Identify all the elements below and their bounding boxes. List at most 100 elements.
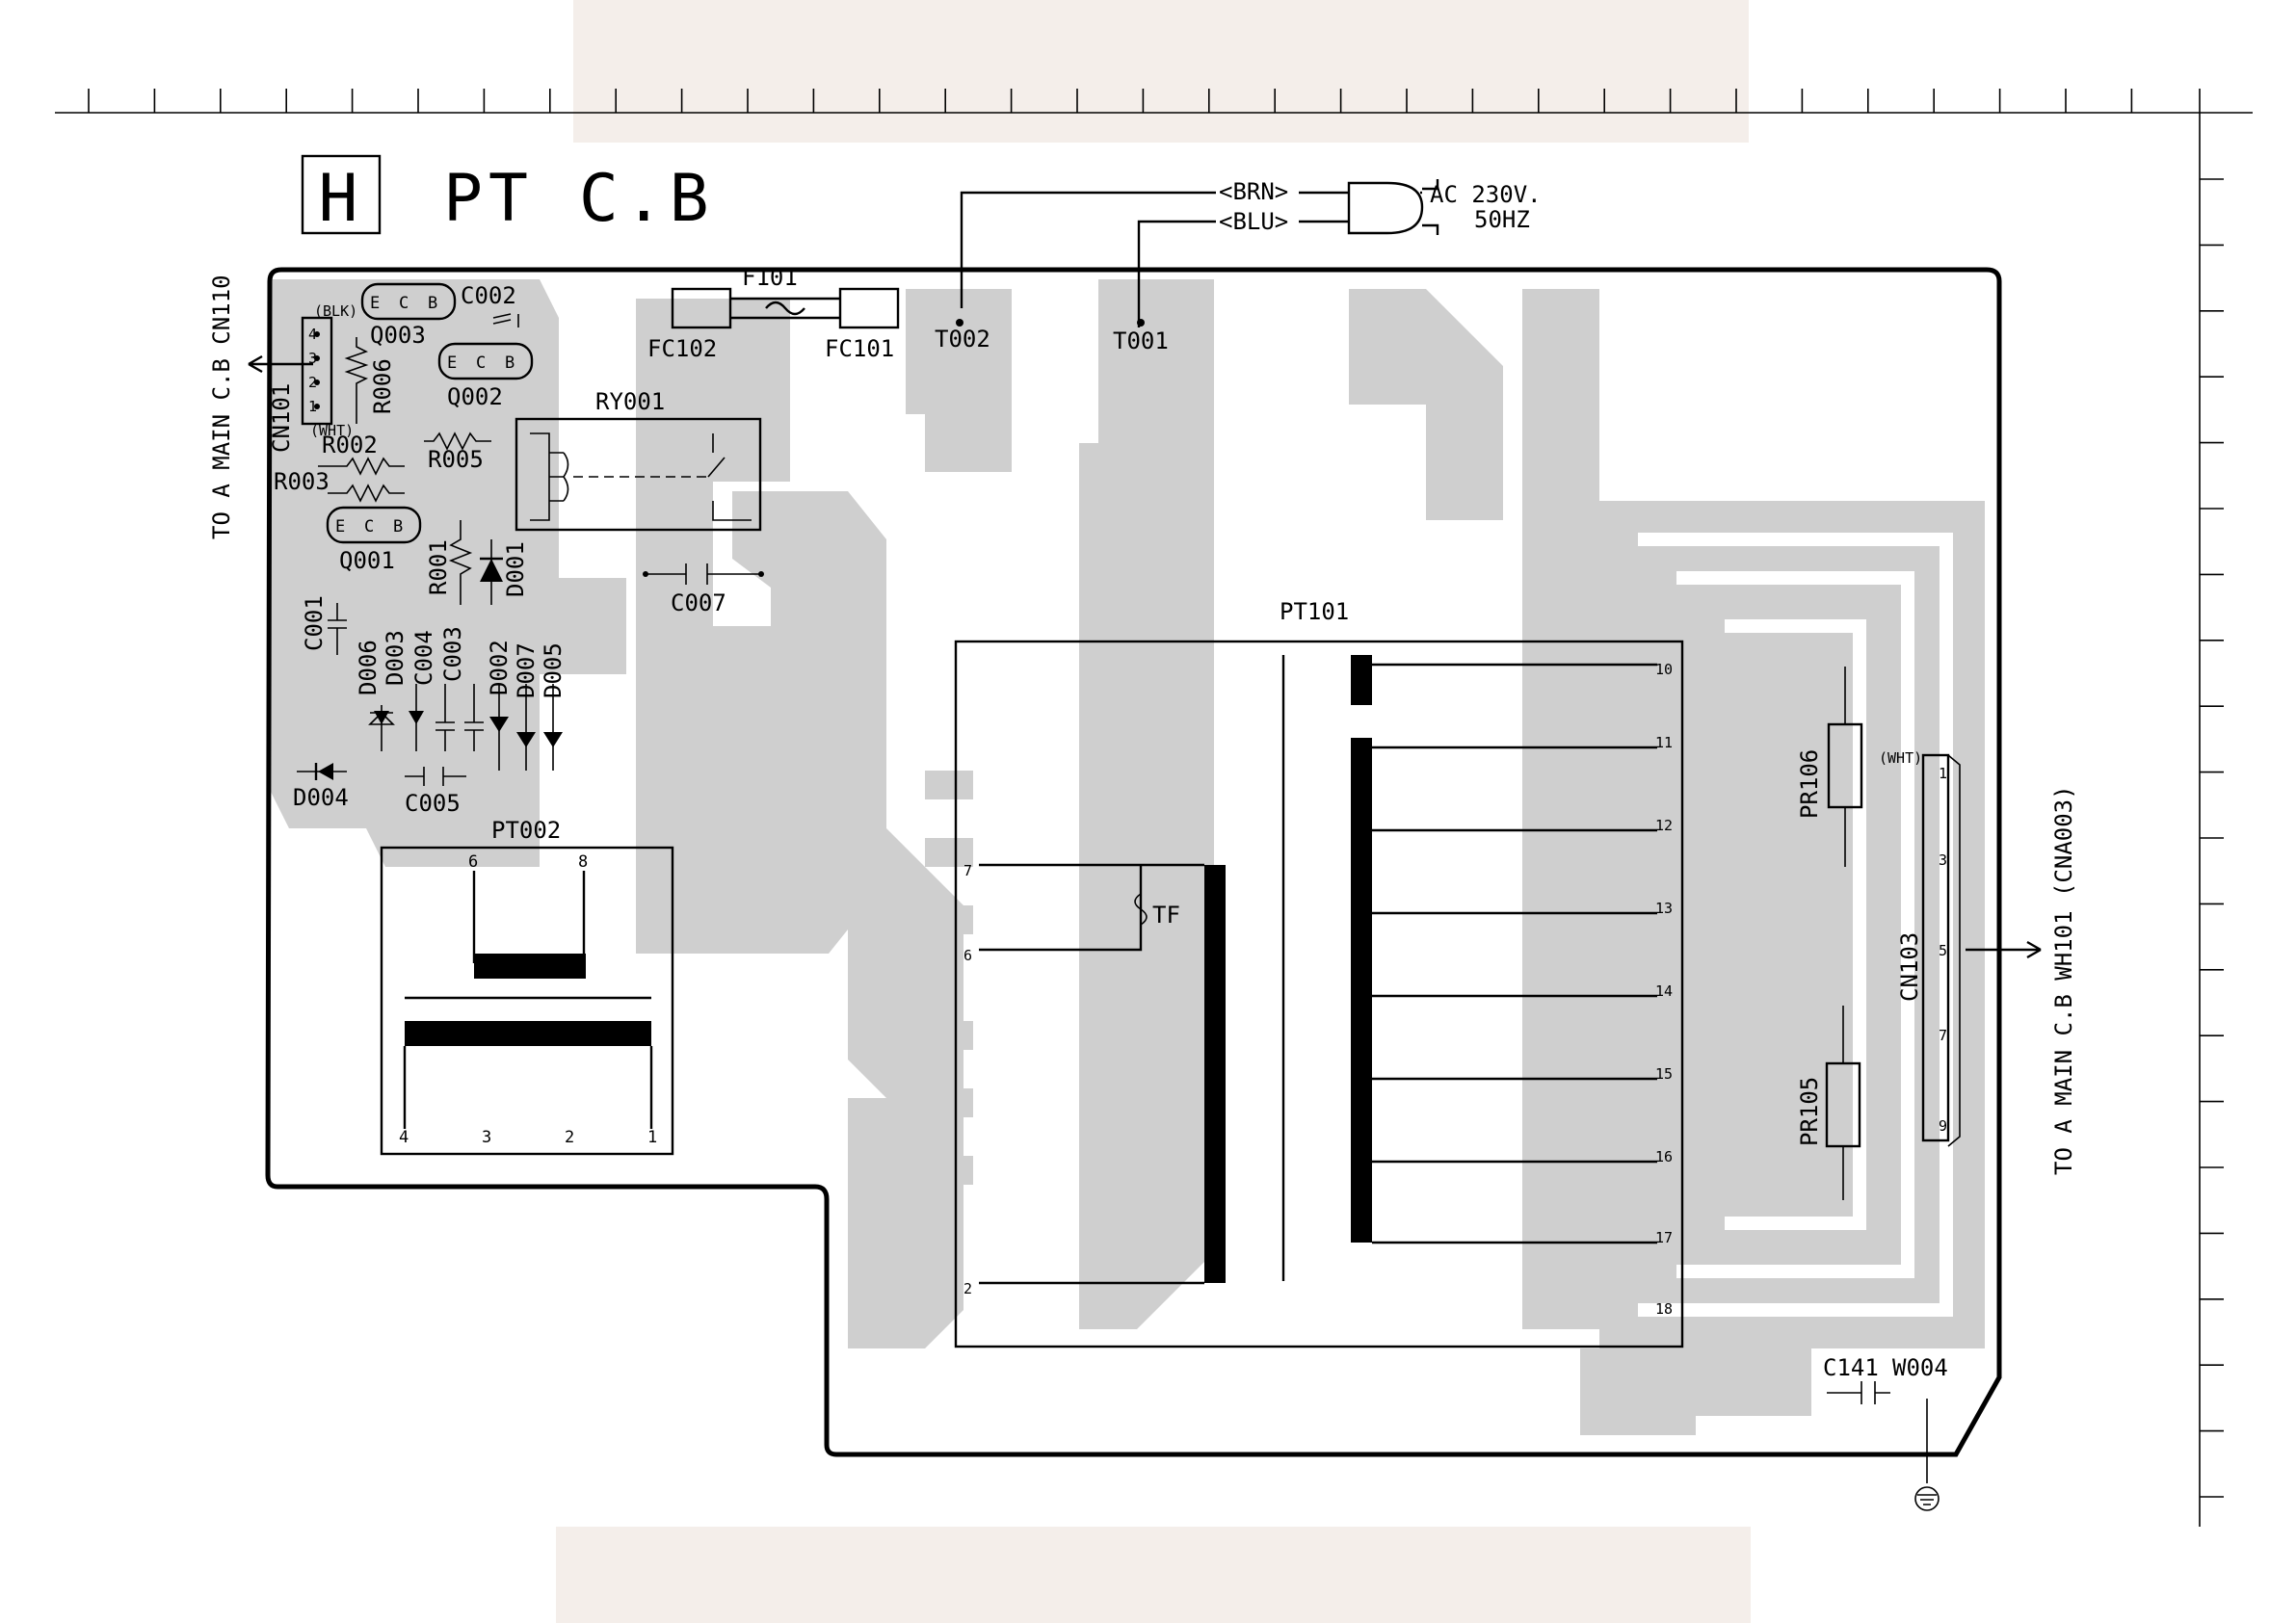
relay-ry001 (515, 417, 762, 532)
q001-c: C (364, 517, 374, 537)
resistor-r003 (328, 484, 405, 503)
q002-b: B (505, 353, 515, 373)
diode-d004 (297, 763, 347, 780)
pt101-pin-7: 7 (963, 862, 972, 879)
q003-b: B (428, 294, 437, 313)
q001-e: E (335, 517, 345, 537)
transformer-pt002 (380, 846, 674, 1156)
label-w004: W004 (1892, 1354, 1948, 1381)
secondary-trace-outlines (1638, 533, 1953, 1317)
label-d004: D004 (293, 784, 349, 811)
capacitor-c005 (405, 767, 466, 786)
cn101-blk-label: (BLK) (314, 302, 357, 320)
transistor-q001 (326, 506, 422, 544)
capacitor-c141 (1827, 1381, 1890, 1404)
cn103-pin-7: 7 (1939, 1027, 1947, 1044)
cn101-connector (301, 316, 333, 426)
transformer-pt101 (954, 640, 1684, 1348)
wire-brn-label: <BRN> (1219, 178, 1288, 205)
label-q002: Q002 (447, 383, 503, 410)
pt101-pin-15: 15 (1655, 1065, 1673, 1083)
resistor-r001 (448, 520, 473, 605)
title-letter-box (301, 154, 382, 235)
cn103-pin-3: 3 (1939, 851, 1947, 869)
label-pr106: PR106 (1796, 749, 1823, 819)
label-d006: D006 (355, 640, 382, 695)
protector-pr105 (1825, 1006, 1861, 1200)
cn101-pin-3: 3 (308, 350, 317, 367)
cn103-wht-label: (WHT) (1879, 749, 1922, 767)
label-c007: C007 (671, 589, 726, 616)
label-f101: F101 (742, 264, 798, 291)
pt002-pin-3: 3 (482, 1128, 491, 1147)
label-c141: C141 (1823, 1354, 1879, 1381)
label-fc101: FC101 (825, 335, 894, 362)
copper-traces (270, 279, 1985, 1435)
pt002-pin-6: 6 (468, 852, 478, 872)
label-t001: T001 (1113, 327, 1169, 354)
pt101-pin-11: 11 (1655, 734, 1673, 751)
capacitor-c001 (328, 603, 347, 655)
pt101-pin-12: 12 (1655, 817, 1673, 834)
pt002-pin-8: 8 (578, 852, 588, 872)
label-q001: Q001 (339, 547, 395, 574)
label-r005: R005 (428, 446, 484, 473)
ac-frequency-label: 50HZ (1474, 206, 1530, 233)
ac-voltage-label: AC 230V. (1430, 181, 1542, 208)
ground-icon (1914, 1399, 1940, 1511)
label-cn103: CN103 (1896, 932, 1923, 1002)
cn103-pin-9: 9 (1939, 1117, 1947, 1135)
background-photo-top (573, 0, 1749, 143)
label-d001: D001 (502, 541, 529, 597)
label-r001: R001 (425, 539, 452, 595)
label-pt002: PT002 (491, 817, 561, 844)
diode-bank (368, 684, 563, 771)
right-arrow (1966, 940, 2042, 959)
t001-terminal (1137, 319, 1145, 327)
label-fc102: FC102 (647, 335, 717, 362)
board-outline (265, 267, 2002, 1457)
pt002-pin-2: 2 (565, 1128, 574, 1147)
pt002-pin-1: 1 (647, 1128, 657, 1147)
label-c003: C003 (439, 626, 466, 682)
page-title: PT C.B (443, 161, 715, 237)
pt002-pin-4: 4 (399, 1128, 409, 1147)
label-d003: D003 (382, 630, 409, 686)
cn103-pin-5: 5 (1939, 942, 1947, 959)
wire-blu-label: <BLU> (1219, 208, 1288, 235)
ac-power-plug (960, 179, 1439, 327)
label-c005: C005 (405, 790, 461, 817)
pt101-secondary-leads (1372, 663, 1657, 1244)
pt101-pin-18: 18 (1655, 1300, 1673, 1318)
label-r002: R002 (322, 432, 378, 458)
label-pr105: PR105 (1796, 1077, 1823, 1146)
label-c001: C001 (301, 595, 328, 651)
capacitor-c002 (492, 313, 519, 327)
label-r006: R006 (369, 358, 396, 414)
background-photo-bottom (556, 1527, 1751, 1623)
q003-c: C (399, 294, 409, 313)
q001-b: B (393, 517, 403, 537)
pt101-pin-6: 6 (963, 947, 972, 964)
pt101-pin-13: 13 (1655, 900, 1673, 917)
pt101-pin-10: 10 (1655, 661, 1673, 678)
cn103-connector (1921, 753, 1961, 1147)
label-t002: T002 (935, 326, 990, 353)
right-connection-label: TO A MAIN C.B WH101 (CNA003) (2050, 785, 2077, 1175)
fuse-f101 (671, 287, 900, 329)
cn101-wht-label: (WHT) (310, 422, 354, 439)
pt101-pin-16: 16 (1655, 1148, 1673, 1165)
resistor-r002 (318, 457, 405, 476)
title-letter: H (319, 161, 364, 237)
protector-pr106 (1827, 667, 1863, 867)
diode-d001 (480, 539, 503, 605)
transistor-q002 (437, 342, 534, 380)
pt101-pin-17: 17 (1655, 1229, 1673, 1246)
cn101-pin-4: 4 (308, 326, 317, 343)
pt101-pin-2: 2 (963, 1280, 972, 1297)
cn103-pin-1: 1 (1939, 765, 1947, 782)
label-c002: C002 (461, 282, 516, 309)
label-cn101: CN101 (268, 383, 295, 453)
